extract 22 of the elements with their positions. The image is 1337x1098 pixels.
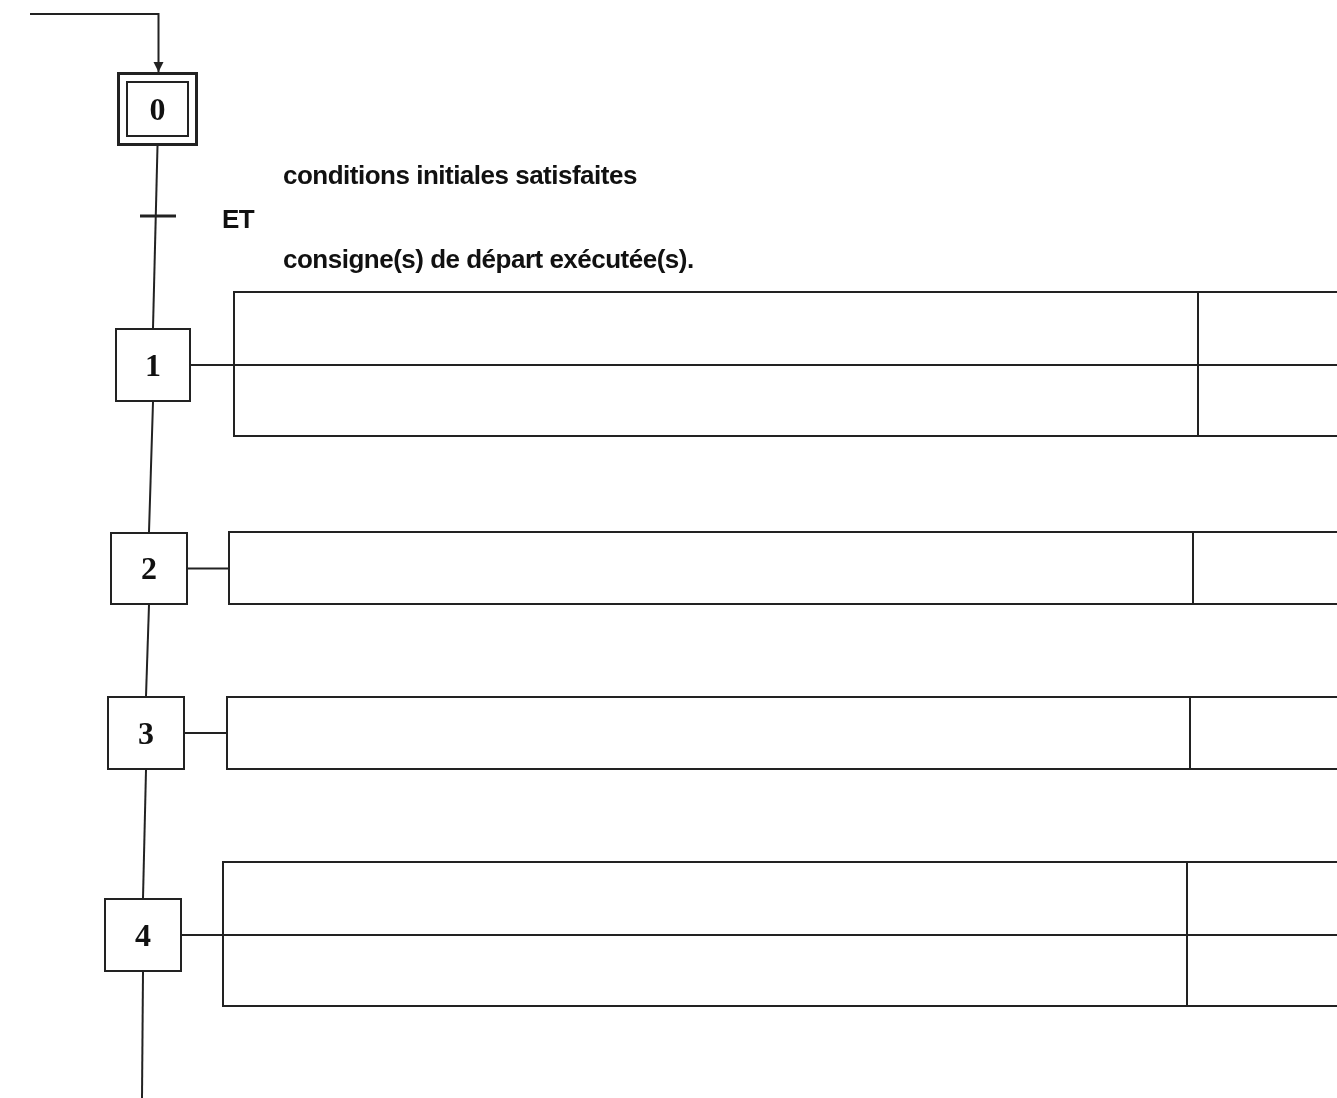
action-box bbox=[228, 531, 1337, 605]
step-box: 3 bbox=[107, 696, 185, 770]
connector-line bbox=[145, 604, 150, 697]
step-box: 2 bbox=[110, 532, 188, 605]
transition-condition: conditions initiales satisfaites bbox=[283, 160, 637, 191]
step-box: 4 bbox=[104, 898, 182, 972]
initial-step-box: 0 bbox=[117, 72, 198, 146]
action-box bbox=[226, 696, 1337, 770]
connector-line bbox=[148, 401, 154, 533]
action-box bbox=[233, 291, 1337, 437]
transition-condition: ET bbox=[222, 204, 255, 235]
arrow bbox=[29, 13, 164, 73]
transition-condition: consigne(s) de départ exécutée(s). bbox=[283, 244, 694, 275]
connector-line bbox=[187, 567, 229, 570]
connector-line bbox=[181, 934, 223, 936]
connector-line bbox=[142, 769, 147, 899]
action-box bbox=[222, 861, 1337, 1007]
connector-line bbox=[190, 364, 234, 366]
connector-line bbox=[152, 145, 159, 329]
connector-line bbox=[141, 971, 144, 1098]
connector-line bbox=[184, 732, 227, 734]
step-box: 1 bbox=[115, 328, 191, 402]
